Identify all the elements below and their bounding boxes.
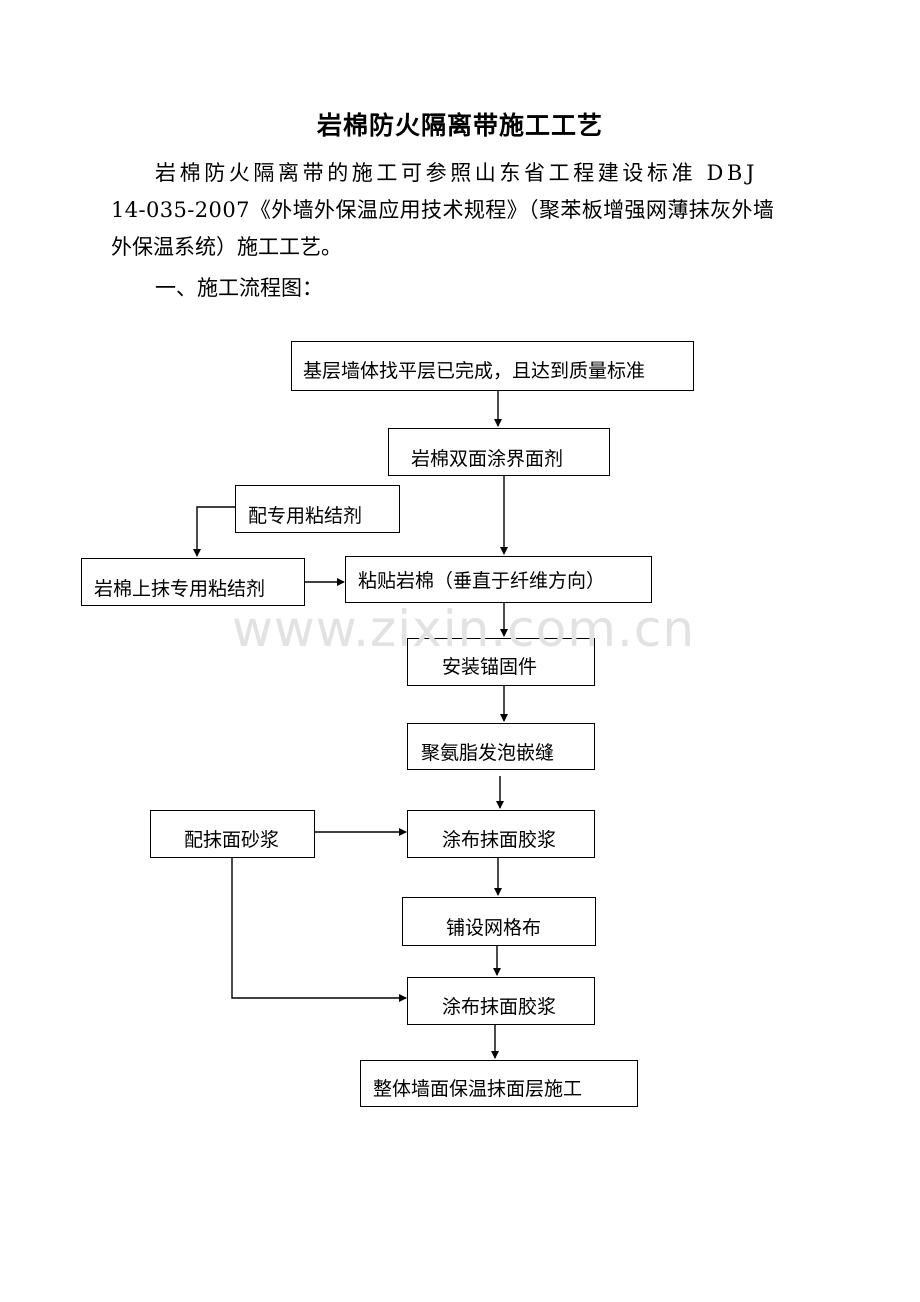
section-heading: 一、施工流程图：: [155, 276, 323, 300]
flow-step-coat-mortar-1: 涂布抹面胶浆: [407, 810, 595, 858]
intro-line-1: 岩棉防火隔离带的施工可参照山东省工程建设标准 DBJ: [155, 161, 758, 185]
flow-step-coat-mortar-2: 涂布抹面胶浆: [407, 977, 595, 1025]
flow-step-apply-adhesive: 岩棉上抹专用粘结剂: [81, 558, 305, 606]
flow-step-finish: 整体墙面保温抹面层施工: [360, 1060, 638, 1107]
flow-step-base-wall: 基层墙体找平层已完成，且达到质量标准: [291, 341, 694, 391]
flow-step-foam-seal: 聚氨脂发泡嵌缝: [407, 723, 595, 770]
intro-line-3: 外保温系统）施工工艺。: [111, 235, 342, 259]
flow-step-mix-mortar: 配抹面砂浆: [150, 810, 315, 858]
arrow-mortar-to-coat2: [231, 858, 407, 1002]
arrow-mix-adhesive-to-apply: [193, 506, 235, 557]
watermark: www.zixin.com.cn: [232, 600, 696, 658]
flow-step-paste-rockwool: 粘贴岩棉（垂直于纤维方向）: [345, 556, 652, 603]
flow-step-lay-mesh: 铺设网格布: [402, 897, 596, 946]
document-title: 岩棉防火隔离带施工工艺: [316, 111, 603, 140]
flow-step-install-anchors: 安装锚固件: [407, 638, 595, 686]
flow-step-interface-agent: 岩棉双面涂界面剂: [388, 428, 610, 476]
intro-line-2: 14-035-2007《外墙外保温应用技术规程》（聚苯板增强网薄抹灰外墙: [111, 198, 775, 222]
flow-step-mix-adhesive: 配专用粘结剂: [235, 485, 400, 533]
